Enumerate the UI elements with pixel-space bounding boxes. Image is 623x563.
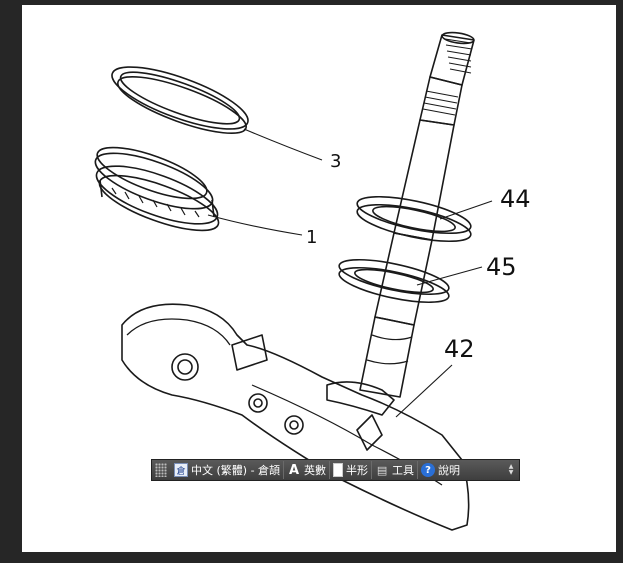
chevron-updown-icon[interactable]: ▲▼ <box>508 463 514 476</box>
callout-45: 45 <box>486 253 517 281</box>
grip-handle[interactable] <box>155 463 167 477</box>
help-label: 說明 <box>438 464 461 477</box>
lower-bracket-part <box>121 303 470 531</box>
help-button[interactable]: ? 說明 <box>418 461 463 479</box>
leader-lines <box>207 128 493 418</box>
washer-44-part <box>356 195 472 243</box>
width-mode-button[interactable]: 半形 <box>330 461 373 479</box>
callout-44: 44 <box>500 185 531 213</box>
input-method-label: 中文 (繁體) - 倉頡 <box>191 464 281 477</box>
half-width-icon <box>333 463 344 477</box>
callout-3: 3 <box>330 151 342 172</box>
steering-stem-drawing <box>94 31 493 531</box>
tools-label: 工具 <box>392 464 415 477</box>
ime-icon: 倉 <box>174 463 188 477</box>
dust-seal-part <box>111 66 249 135</box>
tools-button[interactable]: ▤ 工具 <box>372 461 419 479</box>
ime-language-bar[interactable]: 倉 中文 (繁體) - 倉頡 A 英數 半形 ▤ 工具 ? 說明 ▲▼ <box>151 459 520 481</box>
alpha-mode-button[interactable]: A 英數 <box>284 461 331 479</box>
width-mode-label: 半形 <box>346 464 369 477</box>
bearing-part <box>94 146 220 232</box>
letter-a-icon: A <box>289 462 300 478</box>
alpha-mode-label: 英數 <box>304 464 327 477</box>
help-icon: ? <box>421 463 436 477</box>
callout-1: 1 <box>306 227 318 248</box>
washer-45-part <box>338 258 450 304</box>
callout-42: 42 <box>444 335 475 363</box>
tools-icon: ▤ <box>376 463 388 477</box>
input-method-button[interactable]: 倉 中文 (繁體) - 倉頡 <box>171 461 285 479</box>
